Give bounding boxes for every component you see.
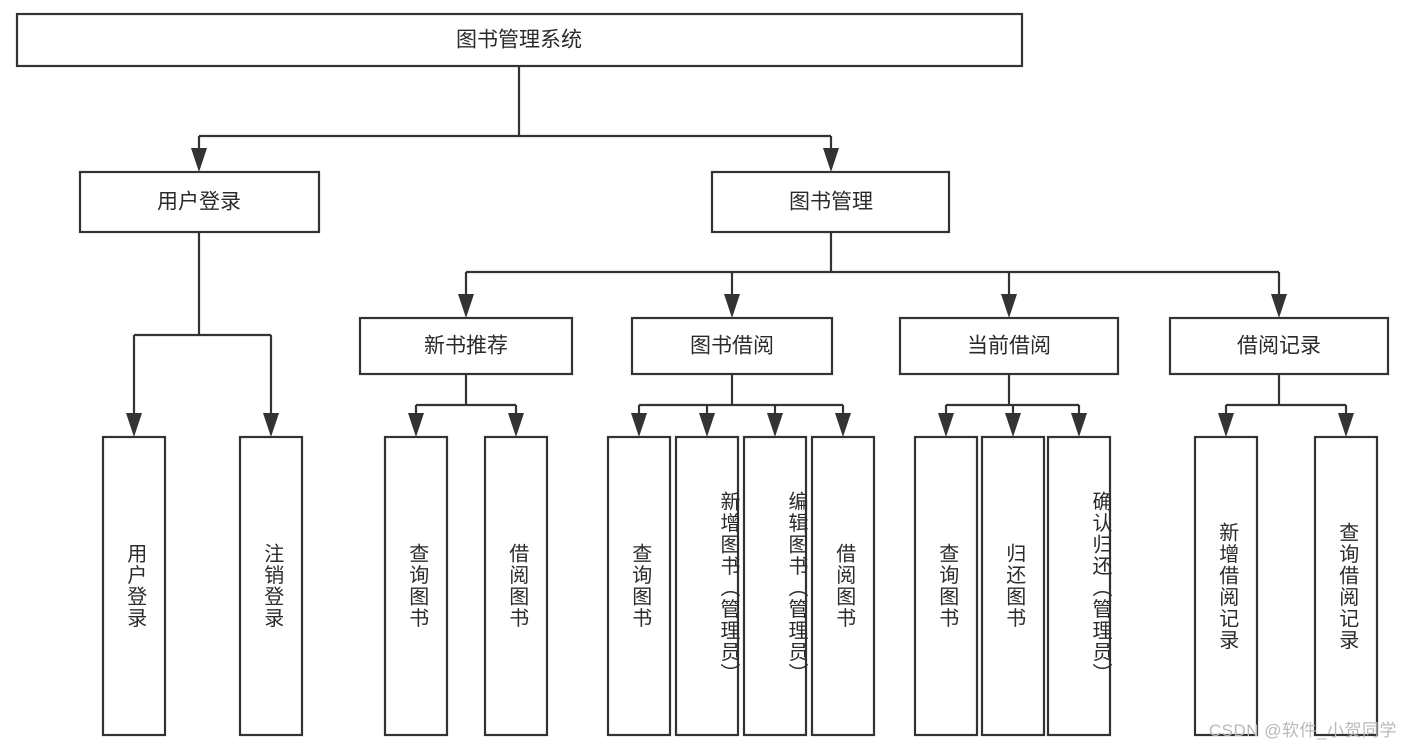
leaf-box-nb-borrow[interactable] xyxy=(483,435,549,737)
leaf-box-nb-query[interactable] xyxy=(383,435,449,737)
node-borrow-record-label: 借阅记录 xyxy=(1237,335,1321,358)
node-root-label: 图书管理系统 xyxy=(456,29,582,52)
leaf-box-br-add[interactable] xyxy=(1193,435,1259,737)
leaf-box-logout[interactable] xyxy=(238,435,304,737)
connector-currentborrow-to-leaves xyxy=(938,374,1087,437)
leaf-box-bb-borrow[interactable] xyxy=(810,435,876,737)
leaf-boxes xyxy=(101,435,1379,737)
leaf-box-bb-add[interactable] xyxy=(674,435,740,737)
node-current-borrow-label: 当前借阅 xyxy=(967,335,1051,358)
connector-root-to-level2 xyxy=(191,66,839,172)
node-new-book-recommend-label: 新书推荐 xyxy=(424,335,508,358)
leaf-box-cb-query[interactable] xyxy=(913,435,979,737)
node-user-login-label: 用户登录 xyxy=(157,191,241,214)
node-user-login[interactable]: 用户登录 xyxy=(78,170,321,234)
node-root[interactable]: 图书管理系统 xyxy=(15,12,1024,68)
csdn-watermark: CSDN @软件_小贺同学 xyxy=(1208,721,1397,740)
node-book-management[interactable]: 图书管理 xyxy=(710,170,951,234)
node-book-borrow-label: 图书借阅 xyxy=(690,335,774,358)
node-book-management-label: 图书管理 xyxy=(789,191,873,214)
leaf-box-br-query[interactable] xyxy=(1313,435,1379,737)
node-new-book-recommend[interactable]: 新书推荐 xyxy=(358,316,574,376)
leaf-box-bb-edit[interactable] xyxy=(742,435,808,737)
connector-newbook-to-leaves xyxy=(408,374,524,437)
node-current-borrow[interactable]: 当前借阅 xyxy=(898,316,1120,376)
connector-borrowrecord-to-leaves xyxy=(1218,374,1354,437)
leaf-box-user-login[interactable] xyxy=(101,435,167,737)
leaf-box-cb-return[interactable] xyxy=(980,435,1046,737)
node-borrow-record[interactable]: 借阅记录 xyxy=(1168,316,1390,376)
leaf-box-cb-confirm[interactable] xyxy=(1046,435,1112,737)
connector-books-to-level3 xyxy=(458,232,1287,318)
leaf-box-bb-query[interactable] xyxy=(606,435,672,737)
node-book-borrow[interactable]: 图书借阅 xyxy=(630,316,834,376)
connector-bookborrow-to-leaves xyxy=(631,374,851,437)
connector-userlogin-to-leaves xyxy=(126,232,279,437)
